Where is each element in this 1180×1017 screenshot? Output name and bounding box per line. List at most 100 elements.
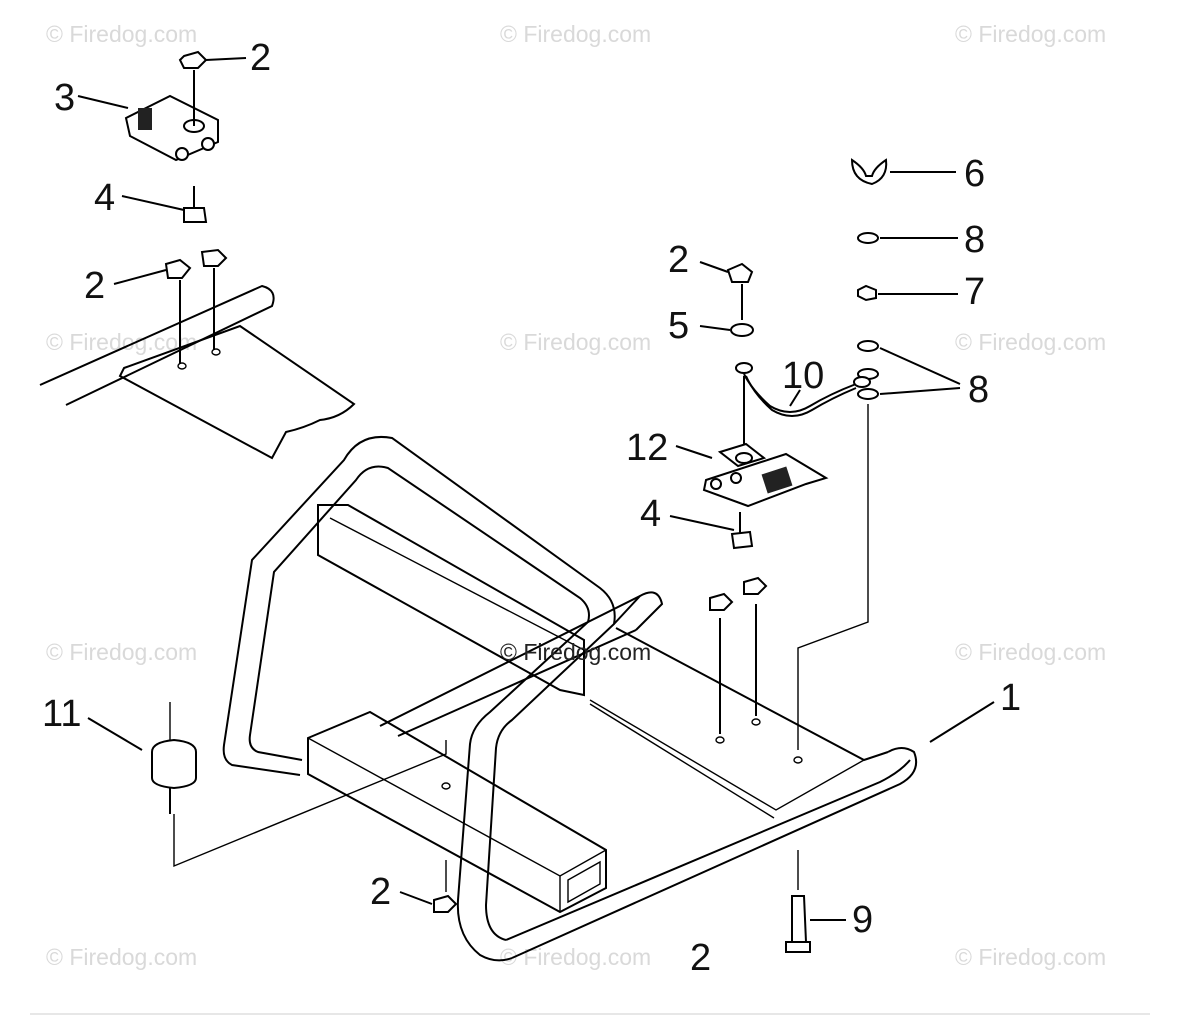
watermark-text: © Firedog.com — [46, 329, 197, 355]
mount-rubber — [138, 108, 152, 130]
watermark-text: © Firedog.com — [955, 944, 1106, 970]
frame-cross-tube-top — [379, 595, 641, 727]
engine-mount-right — [702, 376, 829, 508]
bolt-head — [785, 941, 811, 953]
callout-4: 4 — [94, 177, 115, 219]
callouts: 2 3 4 2 6 8 7 2 5 10 8 12 4 1 11 2 9 2 — [42, 37, 1021, 979]
callout-8: 8 — [964, 219, 985, 261]
nuts-left — [164, 248, 228, 364]
wire-cable-2 — [745, 375, 857, 417]
leader-line — [699, 261, 729, 273]
frame-grip-edge — [329, 517, 585, 651]
frame-square-tube — [307, 710, 607, 914]
flange-nut — [743, 576, 768, 595]
callout-2: 2 — [370, 871, 391, 913]
isolator-leader — [173, 740, 447, 868]
bolt-head — [183, 207, 208, 223]
hex-nut — [857, 284, 877, 302]
washer — [857, 232, 879, 244]
leader-line — [87, 717, 143, 751]
leader-line — [879, 347, 961, 385]
bottom-hardware — [433, 850, 811, 953]
leader-line — [699, 325, 731, 331]
flange-nut — [164, 258, 192, 279]
frame-hole — [441, 782, 451, 790]
callout-11: 11 — [42, 693, 81, 735]
callout-2: 2 — [84, 265, 105, 307]
watermark-text: © Firedog.com — [500, 944, 651, 970]
watermark-text: © Firedog.com — [500, 21, 651, 47]
callout-2: 2 — [250, 37, 271, 79]
nut-body — [178, 50, 208, 69]
frame-plate-edge-2 — [589, 703, 775, 819]
callout-1: 1 — [1000, 677, 1021, 719]
mount-stud — [710, 478, 722, 490]
callout-12: 12 — [626, 427, 668, 469]
callout-7: 7 — [964, 271, 985, 313]
mount-stud — [201, 137, 215, 151]
leader-line — [77, 95, 129, 109]
frame-hole — [793, 756, 803, 764]
watermark-text: © Firedog.com — [46, 944, 197, 970]
engine-mount-left — [124, 94, 219, 162]
nut-top — [178, 50, 208, 126]
frame-nuts — [709, 576, 768, 734]
frame-handle-grip — [317, 504, 585, 697]
leader-line — [121, 195, 185, 211]
nut-washer-right — [726, 262, 754, 337]
wire-terminal — [853, 376, 871, 388]
left-plate-hole — [211, 348, 221, 356]
frame-hole — [715, 736, 725, 744]
callout-2: 2 — [690, 937, 711, 979]
left-plate-hole — [177, 362, 187, 370]
watermarks: © Firedog.com © Firedog.com © Firedog.co… — [46, 21, 1106, 970]
watermark-text: © Firedog.com — [955, 329, 1106, 355]
left-frame-section — [39, 284, 356, 460]
vibration-isolator — [151, 702, 447, 868]
watermark-text: © Firedog.com — [500, 639, 651, 665]
frame-plate-edge — [589, 699, 865, 811]
leader-line — [789, 389, 801, 407]
watermark-text: © Firedog.com — [955, 21, 1106, 47]
washer — [857, 388, 879, 400]
callout-10: 10 — [782, 355, 824, 397]
mount-stud — [730, 472, 742, 484]
mount-stud — [175, 147, 189, 161]
bolt-head — [730, 530, 754, 550]
leader-line — [399, 891, 433, 905]
wire-terminal — [735, 362, 753, 374]
leader-line — [675, 445, 713, 459]
flange-nut — [200, 248, 228, 267]
stud-leader — [797, 404, 869, 750]
isolator-body — [151, 738, 197, 790]
frame — [222, 436, 918, 962]
bolt-right — [730, 512, 754, 550]
mount-rubber — [761, 466, 793, 494]
frame-arch-outer — [222, 436, 616, 941]
washer — [857, 340, 879, 352]
frame-cross-tube-end — [613, 591, 664, 631]
left-tube — [39, 284, 275, 406]
frame-square-tube-opening — [567, 860, 601, 904]
callout-5: 5 — [668, 305, 689, 347]
leader-line — [929, 701, 995, 743]
frame-cross-tube-bottom — [397, 629, 637, 737]
wing-nut — [850, 158, 888, 186]
frame-arch-inner — [248, 465, 590, 962]
callout-2: 2 — [668, 239, 689, 281]
frame-front-rail-outer — [505, 759, 911, 941]
leader-line — [669, 515, 735, 531]
ground-wire — [735, 362, 871, 417]
frame-front-rail-inner — [511, 747, 918, 959]
callout-4: 4 — [640, 493, 661, 535]
bolt-left — [183, 186, 208, 223]
watermark-text: © Firedog.com — [500, 329, 651, 355]
callout-9: 9 — [852, 899, 873, 941]
callout-leaders — [77, 57, 995, 921]
flange-nut — [726, 262, 754, 283]
watermark-text: © Firedog.com — [46, 639, 197, 665]
leader-line — [205, 57, 247, 61]
flange-nut — [709, 592, 734, 611]
